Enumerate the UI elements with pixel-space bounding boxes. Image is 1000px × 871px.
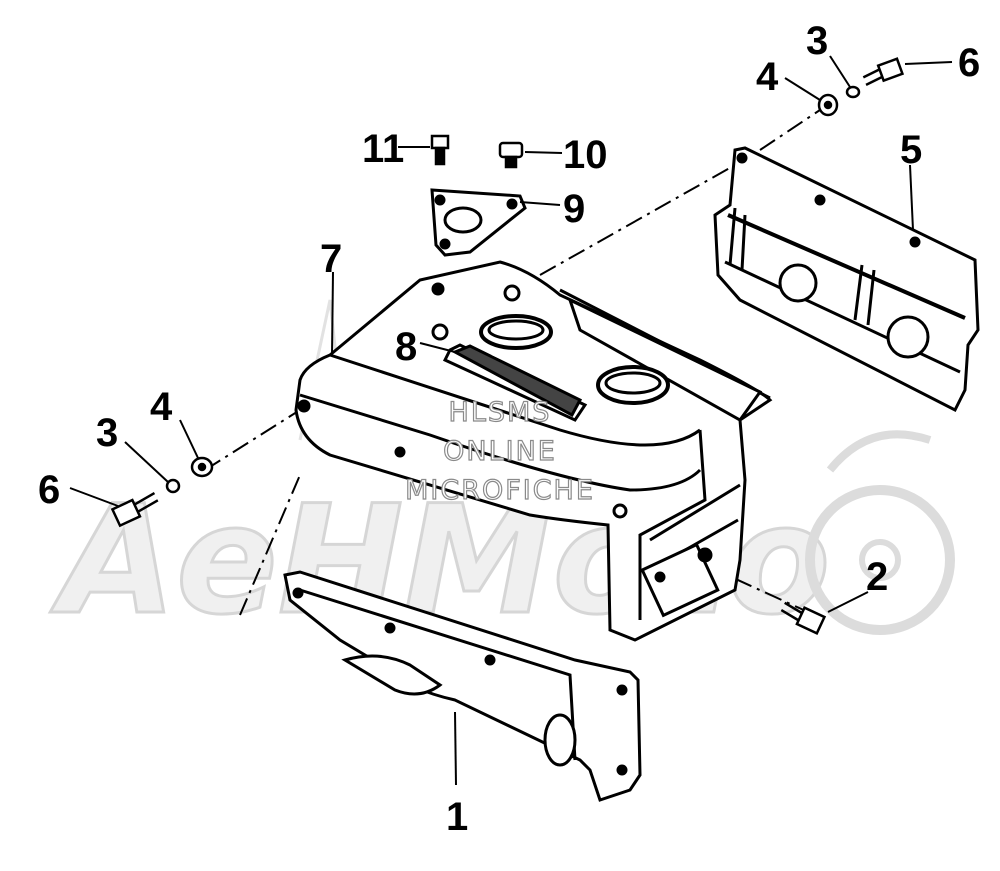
- callout-2: 2: [866, 555, 888, 599]
- callout-7: 7: [320, 237, 342, 281]
- callout-8: 8: [395, 325, 417, 369]
- callout-3-left: 3: [96, 411, 118, 455]
- callout-10: 10: [563, 133, 608, 177]
- alignment-lines: [204, 109, 821, 616]
- lockwasher-3-left: [165, 478, 181, 494]
- bolt-2: [780, 601, 827, 635]
- bolt-11: [430, 134, 450, 166]
- lockwasher-3-right: [845, 85, 861, 99]
- callout-3-right: 3: [806, 19, 828, 63]
- bolt-6-left: [110, 491, 159, 528]
- callout-6-right: 6: [958, 41, 980, 85]
- part-9-bracket: [430, 188, 527, 257]
- bolt-10: [498, 141, 524, 169]
- callout-1: 1: [446, 795, 468, 839]
- part-7-main-shroud: [294, 260, 773, 642]
- bolt-6-right: [862, 57, 905, 87]
- watermark-line-2: ONLINE: [443, 435, 557, 467]
- callout-4-right: 4: [756, 55, 779, 99]
- hardware: [110, 57, 905, 635]
- logo-wheel: [805, 485, 955, 635]
- part-1-lower-plate: [283, 570, 642, 802]
- part-8-decal: [442, 343, 588, 422]
- callout-4-left: 4: [150, 385, 173, 429]
- callout-9: 9: [563, 187, 585, 231]
- callout-labels: 1 2 3 3 4 4 5 6 6 7 8 9 10 11: [38, 19, 980, 839]
- watermark-line-3: MICROFICHE: [404, 474, 595, 506]
- leader-lines: [69, 55, 953, 786]
- part-5-rear-plate: [713, 146, 980, 413]
- callout-5: 5: [900, 128, 922, 172]
- callout-6-left: 6: [38, 468, 60, 512]
- watermark-line-1: HLSMS: [448, 396, 552, 428]
- callout-11: 11: [362, 127, 404, 171]
